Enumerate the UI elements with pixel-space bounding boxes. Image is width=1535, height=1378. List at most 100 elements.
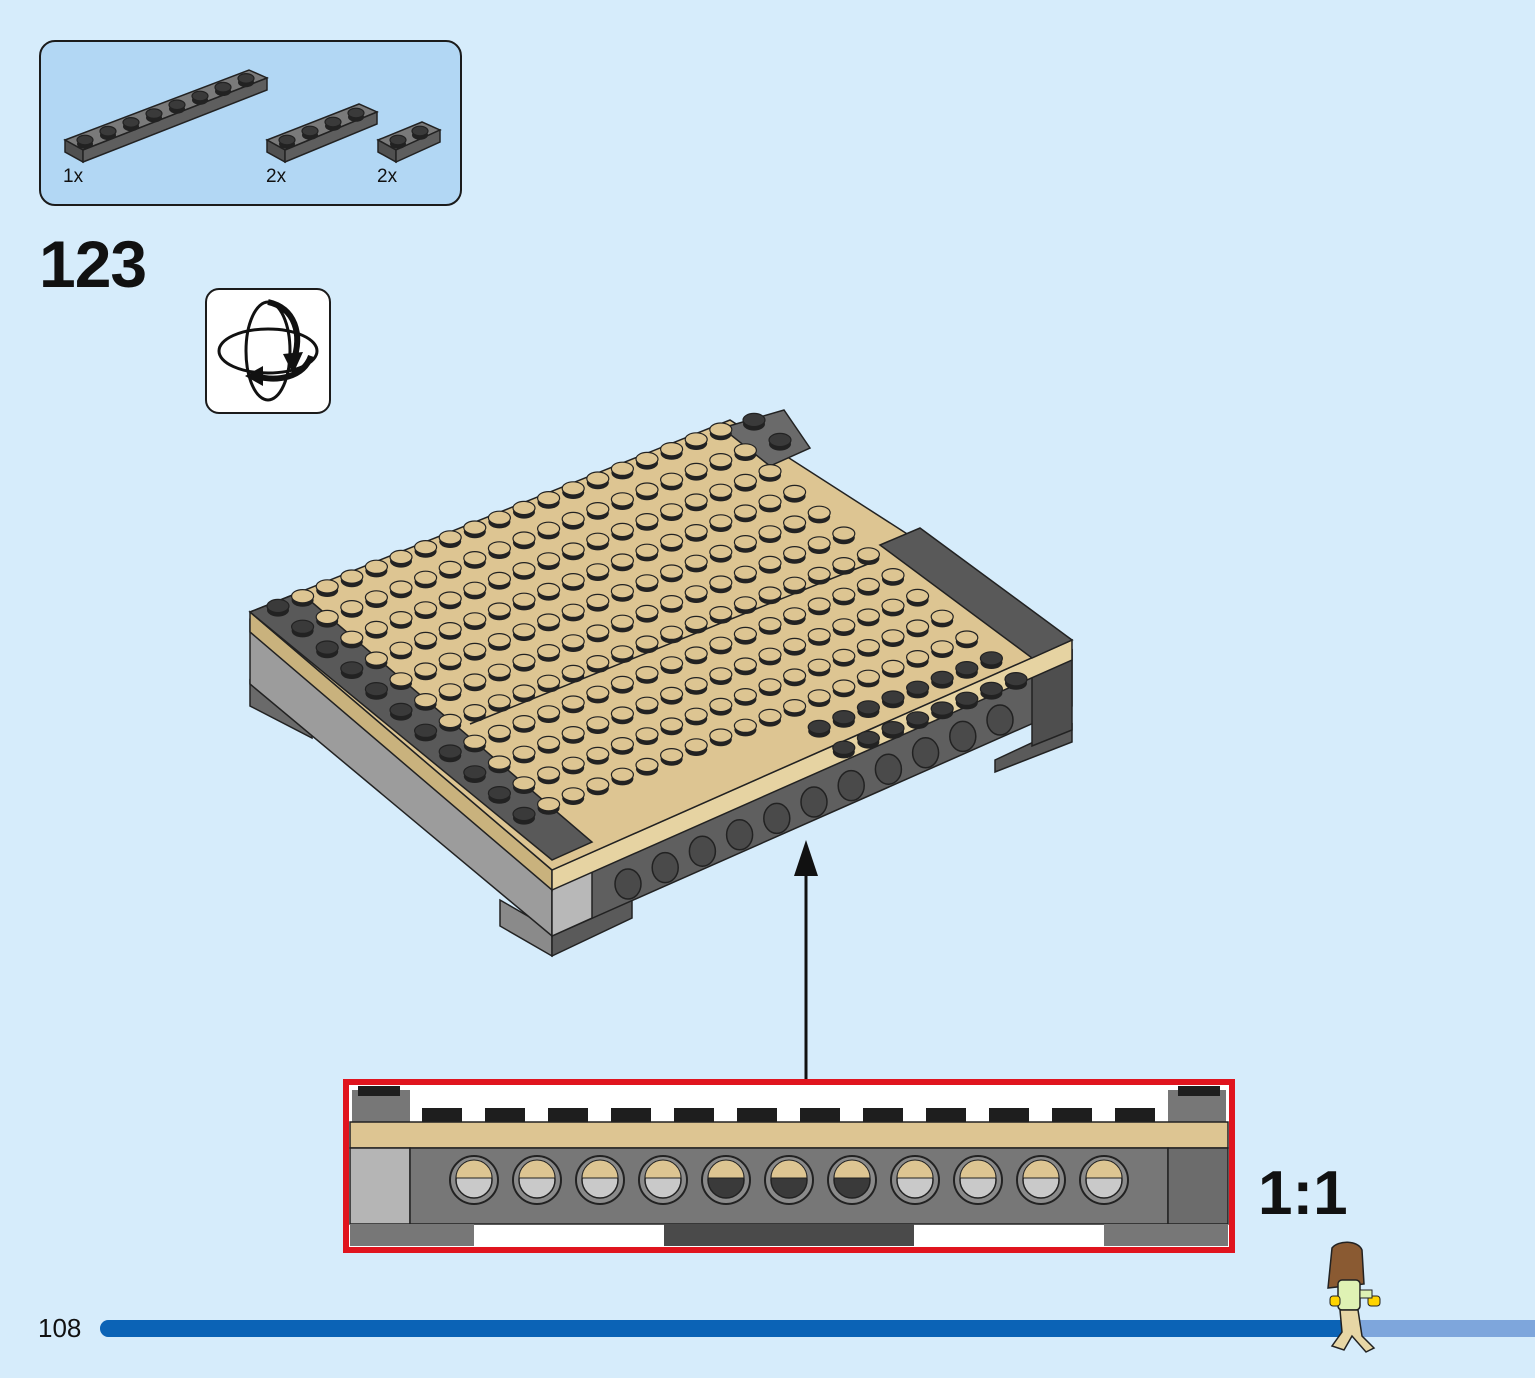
stud [782, 699, 807, 714]
stud [561, 481, 585, 496]
stud [1004, 672, 1028, 687]
quantity-label: 2x [266, 166, 287, 187]
attach-arrow-head-icon [794, 840, 818, 876]
stud [536, 582, 561, 598]
stud [364, 590, 388, 605]
stud [561, 573, 585, 588]
stud [438, 744, 462, 759]
stud [414, 631, 438, 647]
stud [438, 560, 462, 576]
stud [389, 611, 413, 626]
stud [414, 723, 438, 739]
stud [782, 484, 807, 500]
stud [122, 116, 140, 128]
stud [733, 688, 758, 703]
stud [512, 653, 536, 669]
stud [487, 633, 511, 648]
stud [561, 542, 585, 557]
base-assembly [248, 409, 1074, 958]
stud [684, 738, 708, 753]
stud [733, 565, 758, 581]
stud [832, 557, 856, 572]
stud [733, 535, 758, 550]
stud [438, 530, 462, 545]
stud [905, 650, 930, 665]
stud [487, 786, 511, 801]
stud [758, 464, 782, 479]
stud [1115, 1108, 1155, 1122]
stud [487, 755, 511, 770]
stud [610, 522, 635, 538]
technic-hole [614, 868, 642, 900]
stud [610, 584, 635, 599]
stud [905, 619, 930, 634]
stud [635, 635, 659, 650]
stud [586, 563, 610, 578]
stud [463, 704, 487, 719]
stud [586, 685, 610, 701]
stud [709, 575, 733, 590]
stud [768, 432, 792, 448]
stud [610, 461, 635, 476]
stud [487, 663, 511, 679]
plate-1x8-icon [63, 69, 269, 164]
stud [674, 1108, 714, 1122]
stud [324, 116, 342, 128]
stud [782, 515, 807, 530]
stud [561, 695, 585, 710]
stud [709, 636, 733, 652]
stud [856, 547, 881, 562]
stud [709, 728, 733, 743]
stud [536, 521, 561, 537]
minifigure-icon [1327, 1241, 1381, 1353]
stud [438, 652, 462, 668]
stud [782, 637, 807, 653]
stud [684, 554, 708, 570]
stud [733, 504, 758, 519]
stud [856, 730, 881, 746]
stud [191, 90, 209, 102]
stud [512, 562, 536, 577]
stud [536, 613, 561, 628]
stud [684, 585, 708, 600]
callout-border [343, 1079, 1235, 1253]
stud [955, 661, 979, 676]
stud [364, 682, 388, 697]
stud [807, 505, 831, 520]
stud [438, 713, 462, 729]
stud [807, 597, 831, 612]
stud [610, 645, 635, 660]
stud [709, 514, 733, 529]
stud [635, 727, 659, 742]
stud [389, 134, 407, 146]
stud [881, 721, 905, 736]
stud [561, 756, 585, 772]
stud [301, 125, 319, 137]
stud [856, 639, 881, 654]
stud [512, 500, 536, 516]
technic-hole [911, 737, 940, 769]
stud [905, 588, 930, 604]
stud [684, 646, 708, 661]
technic-hole [688, 835, 717, 867]
stud [742, 412, 766, 428]
step-number: 123 [39, 227, 147, 301]
stud [782, 576, 807, 592]
stud [586, 532, 610, 548]
stud [389, 672, 413, 687]
rotate-model-box [205, 288, 331, 414]
stud [586, 716, 610, 731]
stud [463, 551, 487, 566]
stud [807, 536, 831, 551]
stud [586, 593, 610, 609]
stud [487, 571, 511, 587]
scale-label: 1:1 [1258, 1159, 1348, 1228]
stud [389, 580, 413, 595]
stud [512, 592, 536, 608]
stud [536, 674, 561, 690]
stud [758, 678, 782, 693]
stud [659, 442, 684, 457]
stud [340, 630, 364, 646]
technic-hole [763, 802, 791, 835]
stud [389, 549, 413, 565]
